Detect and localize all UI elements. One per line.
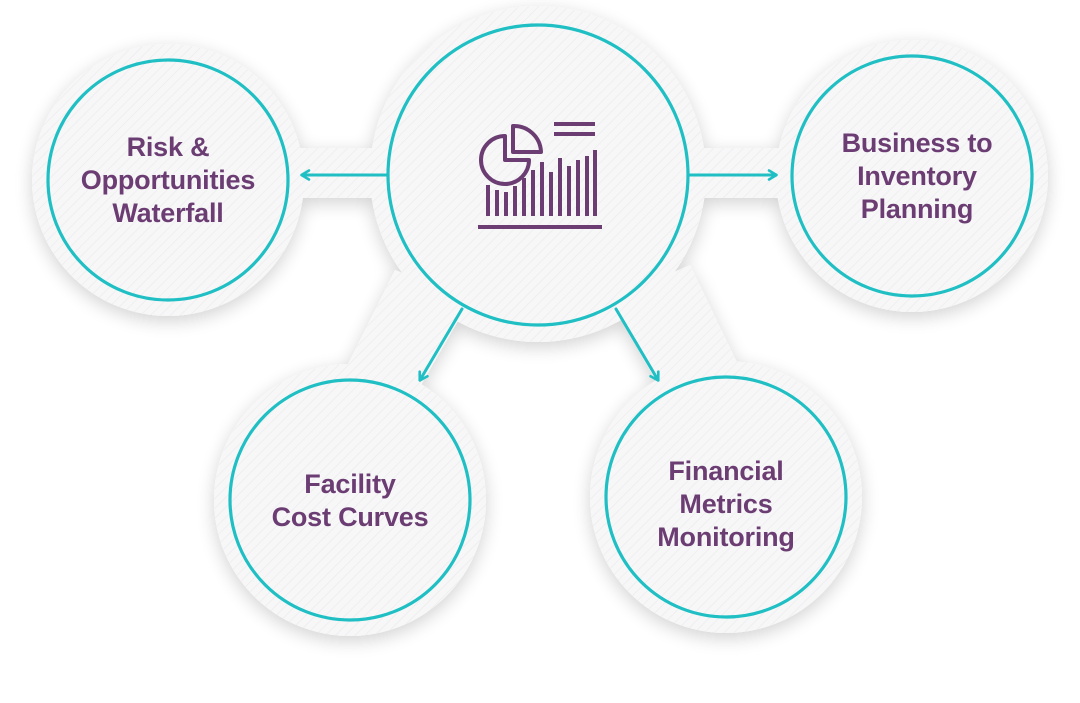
- arrow-to-financial: [614, 307, 660, 382]
- business-label-line-3: Planning: [860, 193, 974, 224]
- facility-label-line-1: Facility: [304, 469, 396, 499]
- risk-node-ring: [46, 58, 290, 302]
- chart-report-icon: [478, 122, 602, 229]
- facility-node-label: Facility Cost Curves: [250, 460, 450, 542]
- risk-label-line-3: Waterfall: [112, 197, 224, 228]
- financial-node-ring: [604, 375, 848, 619]
- financial-label-line-3: Monitoring: [657, 521, 795, 552]
- risk-node-label: Risk & Opportunities Waterfall: [68, 120, 268, 240]
- facility-label-line-2: Cost Curves: [271, 502, 429, 532]
- arrow-to-facility: [418, 307, 464, 382]
- financial-node-label: Financial Metrics Monitoring: [626, 444, 826, 564]
- business-label-line-1: Business to: [841, 127, 993, 158]
- financial-label-line-1: Financial: [668, 455, 784, 486]
- business-node-ring: [790, 54, 1034, 298]
- risk-label-line-2: Opportunities: [80, 164, 256, 195]
- risk-label-line-1: Risk &: [126, 131, 210, 162]
- business-node-label: Business to Inventory Planning: [817, 116, 1017, 236]
- facility-node-ring: [228, 378, 472, 622]
- center-node-ring: [386, 23, 690, 327]
- business-label-line-2: Inventory: [857, 160, 977, 191]
- financial-label-line-2: Metrics: [679, 488, 773, 519]
